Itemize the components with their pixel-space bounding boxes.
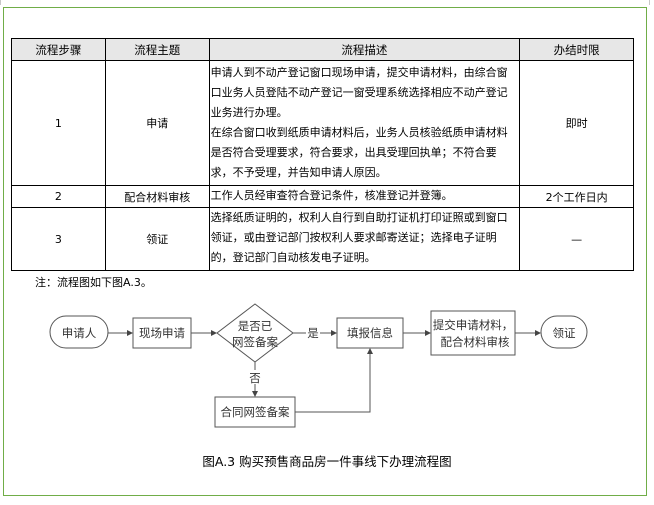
cell-topic: 配合材料审核 — [104, 185, 210, 208]
label-decision-2: 网签备案 — [232, 335, 278, 349]
cell-topic: 申请 — [104, 60, 210, 186]
flowchart: 申请人 现场申请 是否已 网签备案 是 否 填报信息 提交申请材料， 配合材料审… — [49, 303, 588, 428]
node-collect — [540, 315, 588, 349]
node-applicant — [49, 315, 109, 349]
header-topic: 流程主题 — [104, 38, 210, 61]
flowchart-note: 注：流程图如下图A.3。 — [35, 276, 152, 289]
cell-deadline: 即时 — [519, 60, 634, 186]
cell-description: 选择纸质证明的，权利人自行到自助打证机打印证照或到窗口领证，或由登记部门按权利人… — [208, 207, 521, 271]
table-row: 3 领证 选择纸质证明的，权利人自行到自助打证机打印证照或到窗口领证，或由登记部… — [11, 207, 634, 271]
description-paragraph: 工作人员经审查符合登记条件，核准登记并登簿。 — [210, 189, 453, 202]
label-yes: 是 — [307, 326, 319, 340]
header-deadline: 办结时限 — [519, 38, 634, 61]
figure-caption: 图A.3 购买预售商品房一件事线下办理流程图 — [202, 454, 452, 469]
label-onsite: 现场申请 — [139, 326, 185, 340]
cell-deadline: 2个工作日内 — [519, 185, 634, 208]
label-submit-2: 配合材料审核 — [441, 335, 510, 349]
label-collect: 领证 — [553, 326, 576, 340]
table-row: 1 申请 申请人到不动产登记窗口现场申请，提交申请材料，由综合窗口业务人员登陆不… — [11, 60, 634, 186]
description-paragraph: 在综合窗口收到纸质申请材料后，业务人员核验纸质申请材料是否符合受理要求，符合要求… — [210, 126, 508, 179]
description-paragraph: 申请人到不动产登记窗口现场申请，提交申请材料，由综合窗口业务人员登陆不动产登记一… — [210, 66, 508, 119]
edge-filing-fillinfo — [295, 348, 373, 413]
cell-deadline: — — [519, 207, 634, 271]
node-onsite — [132, 317, 192, 349]
page-corner-mark-right — [649, 0, 650, 5]
label-fill-info: 填报信息 — [347, 326, 393, 340]
description-paragraph: 选择纸质证明的，权利人自行到自助打证机打印证照或到窗口领证，或由登记部门按权利人… — [210, 211, 508, 264]
cell-topic: 领证 — [104, 207, 210, 271]
cell-description: 申请人到不动产登记窗口现场申请，提交申请材料，由综合窗口业务人员登陆不动产登记一… — [208, 60, 521, 186]
cell-description: 工作人员经审查符合登记条件，核准登记并登簿。 — [208, 185, 521, 208]
table-row: 2 配合材料审核 工作人员经审查符合登记条件，核准登记并登簿。 2个工作日内 — [11, 185, 634, 208]
label-contract-filing: 合同网签备案 — [221, 405, 290, 419]
cell-step: 2 — [11, 185, 106, 208]
content-frame — [3, 7, 647, 496]
header-description: 流程描述 — [208, 38, 521, 61]
process-table: 流程步骤 流程主题 流程描述 办结时限 1 申请 申请人到不动产登记窗口现场申请… — [11, 38, 634, 271]
cell-step: 1 — [11, 60, 106, 186]
table-header-row: 流程步骤 流程主题 流程描述 办结时限 — [11, 38, 634, 61]
cell-step: 3 — [11, 207, 106, 271]
page-corner-mark-left — [0, 0, 1, 5]
label-no: 否 — [249, 371, 261, 385]
node-contract-filing — [214, 396, 296, 428]
node-decision — [216, 303, 294, 363]
label-decision-1: 是否已 — [238, 319, 273, 333]
label-applicant: 申请人 — [62, 326, 97, 340]
header-step: 流程步骤 — [11, 38, 106, 61]
label-submit-1: 提交申请材料， — [433, 318, 514, 332]
